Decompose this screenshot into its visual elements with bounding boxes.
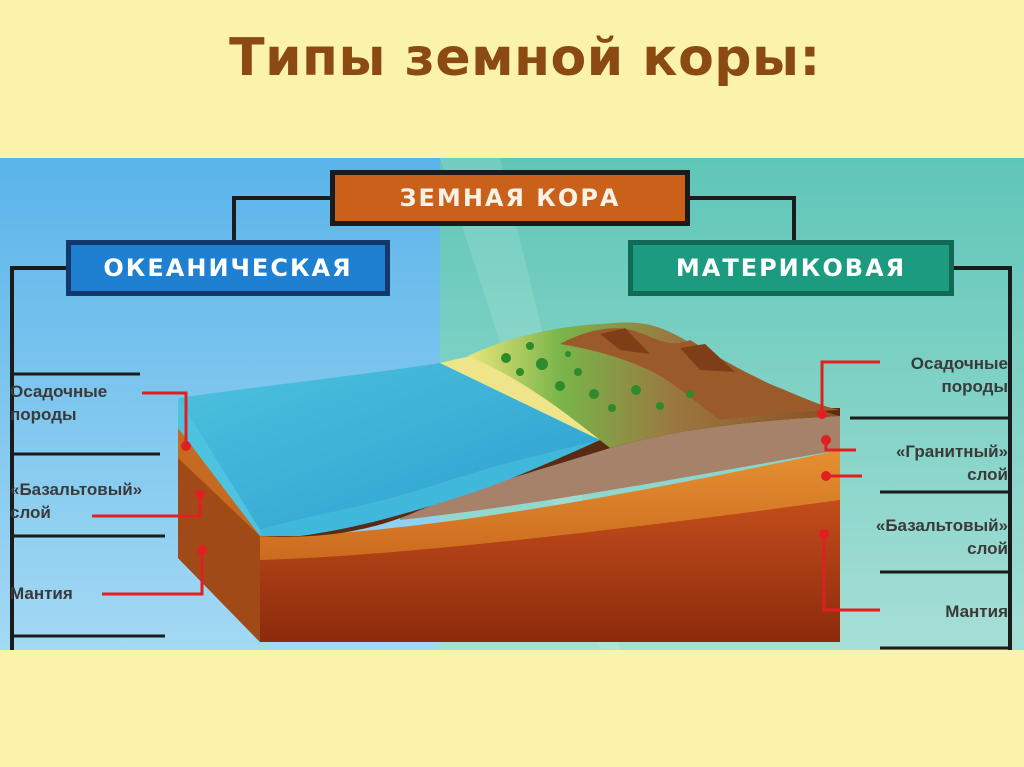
pointer-lines bbox=[92, 360, 880, 612]
oceanic-label-mantle: Мантия bbox=[10, 584, 73, 603]
crust-diagram: ЗЕМНАЯ КОРА ОКЕАНИЧЕСКАЯ МАТЕРИКОВАЯ Оса… bbox=[0, 158, 1024, 650]
oceanic-crust-box: ОКЕАНИЧЕСКАЯ bbox=[66, 240, 390, 296]
continent-surface bbox=[468, 322, 840, 448]
granite-layer bbox=[400, 408, 840, 520]
pointer-dots bbox=[181, 409, 831, 555]
continental-label-granite: «Гранитный» слой bbox=[895, 442, 1008, 484]
continental-label-mantle: Мантия bbox=[945, 602, 1008, 621]
vegetation bbox=[501, 342, 694, 412]
oceanic-dividers bbox=[12, 372, 165, 638]
root-box-earth-crust: ЗЕМНАЯ КОРА bbox=[330, 170, 690, 226]
continental-label-sedimentary: Осадочные породы bbox=[910, 354, 1008, 396]
hierarchy-connectors bbox=[10, 196, 1012, 650]
crust-diagram-graphic bbox=[0, 158, 1024, 650]
oceanic-label-basalt: «Базальтовый» слой bbox=[10, 480, 143, 522]
continental-dividers bbox=[850, 416, 1010, 650]
oceanic-label-sedimentary: Осадочные породы bbox=[10, 382, 108, 424]
ocean-water-surface bbox=[178, 363, 600, 530]
page-title: Типы земной коры: bbox=[229, 28, 821, 88]
continental-crust-box: МАТЕРИКОВАЯ bbox=[628, 240, 954, 296]
ocean-water-front bbox=[260, 440, 600, 536]
continental-label-basalt: «Базальтовый» слой bbox=[875, 516, 1008, 558]
block-side-face bbox=[178, 428, 260, 642]
crust-block bbox=[178, 322, 840, 642]
mantle-layer bbox=[178, 488, 840, 642]
